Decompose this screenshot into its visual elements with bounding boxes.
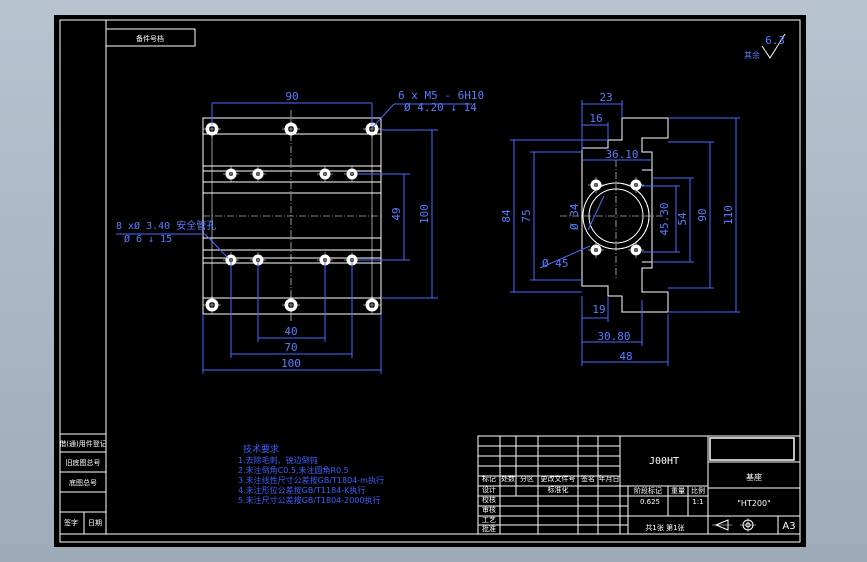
surface-finish-symbol: 6.3 其余 [744, 33, 786, 60]
side-hole [628, 177, 644, 193]
svg-text:批准: 批准 [482, 524, 496, 533]
dim-49: 49 [390, 207, 403, 220]
svg-text:其余: 其余 [744, 50, 760, 60]
dim-84: 84 [500, 209, 513, 223]
svg-text:工艺: 工艺 [482, 516, 496, 524]
mass-value: 0.625 [640, 498, 660, 506]
tapped-hole [282, 296, 300, 314]
left-strip-table: 借(通)用件登记 旧底图总号 底图总号 签字 日期 [59, 433, 107, 535]
side-view [560, 117, 669, 313]
tapped-hole [203, 296, 221, 314]
hole-callout-1: 6 x M5 - 6H10 [398, 89, 484, 102]
svg-text:日期: 日期 [88, 519, 102, 527]
dim-70: 70 [284, 341, 297, 354]
svg-text:标记: 标记 [482, 474, 496, 483]
title-label-box [105, 28, 196, 47]
material: "HT200" [737, 499, 771, 508]
side-hole-callout-1: 8 xØ 3.40 安全管孔 [116, 219, 216, 232]
tech-notes-title: 技术要求 [243, 443, 279, 455]
title-label: 备件号档 [136, 34, 164, 43]
svg-text:底图总号: 底图总号 [69, 478, 97, 487]
svg-text:更改文件号: 更改文件号 [541, 474, 576, 483]
dim-30-80: 30.80 [597, 330, 630, 343]
dim-45-30: 45.30 [658, 202, 671, 235]
front-holes [203, 120, 381, 314]
front-dimensions: 90 6 x M5 - 6H10 Ø 4.20 ↓ 14 100 49 40 7… [116, 89, 484, 374]
svg-text:分区: 分区 [520, 474, 534, 483]
scale-value: 1:1 [692, 498, 703, 506]
side-hole [588, 242, 604, 258]
dim-90: 90 [285, 90, 298, 103]
projection-symbol-icon [712, 518, 756, 532]
svg-text:设计: 设计 [482, 485, 496, 494]
tapped-hole [363, 120, 381, 138]
dim-dia-34: Ø 34 [568, 203, 581, 230]
svg-text:年月日: 年月日 [599, 474, 620, 483]
tech-note-3: 3.未注线性尺寸公差按GB/T1804-m执行 [238, 475, 384, 485]
dim-dia-45: Ø 45 [542, 257, 569, 270]
tech-note-2: 2.未注倒角C0.5,未注圆角R0.5 [238, 465, 349, 475]
side-dimensions: 23 16 36.10 Ø 34 Ø 45 45.30 54 90 110 84 [500, 91, 740, 366]
side-hole-callout-2: Ø 6 ↓ 15 [124, 233, 172, 245]
svg-text:阶段标记: 阶段标记 [634, 486, 662, 495]
tapped-hole [282, 120, 300, 138]
side-holes [588, 177, 644, 258]
svg-text:签名: 签名 [581, 474, 595, 483]
svg-text:借(通)用件登记: 借(通)用件登记 [59, 439, 106, 448]
tech-note-5: 5.未注尺寸公差按GB/T1804-2000执行 [238, 495, 381, 505]
sheet-size: A3 [782, 521, 795, 532]
svg-text:重量: 重量 [671, 487, 685, 495]
tech-note-1: 1.去除毛刺、锐边倒钝 [238, 455, 318, 465]
svg-text:旧底图总号: 旧底图总号 [66, 458, 101, 467]
dim-36: 36.10 [605, 148, 638, 161]
through-hole [317, 166, 333, 182]
dim-75: 75 [520, 209, 533, 222]
through-hole [317, 252, 333, 268]
tapped-hole [363, 296, 381, 314]
tech-note-4: 4.未注形位公差按GB/T1184-K执行 [238, 485, 365, 495]
side-body-outline [581, 117, 669, 313]
dim-54: 54 [676, 212, 689, 226]
front-view [202, 110, 382, 322]
hole-callout-2: Ø 4.20 ↓ 14 [404, 101, 477, 114]
svg-text:处数: 处数 [501, 474, 515, 483]
dim-19: 19 [592, 303, 605, 316]
svg-text:校核: 校核 [482, 495, 496, 504]
through-hole [344, 252, 360, 268]
svg-text:6.3: 6.3 [765, 34, 785, 47]
svg-text:标准化: 标准化 [548, 485, 569, 494]
drawing-name-box [709, 437, 795, 461]
dim-100-horizontal: 100 [281, 357, 301, 370]
part-name: 基座 [746, 472, 762, 482]
svg-text:比例: 比例 [691, 486, 705, 495]
through-hole [250, 166, 266, 182]
sheet-count: 共1张 第1张 [645, 523, 684, 532]
drawing-number: J00HT [649, 456, 679, 467]
inner-frame [105, 19, 801, 535]
svg-text:签字: 签字 [64, 518, 78, 527]
dim-110: 110 [722, 205, 735, 225]
dim-40: 40 [284, 325, 297, 338]
dim-90-side: 90 [696, 208, 709, 221]
through-hole [344, 166, 360, 182]
dim-23: 23 [599, 91, 612, 104]
side-hole [628, 242, 644, 258]
side-hole [588, 177, 604, 193]
title-block: J00HT 基座 "HT200" A3 0.625 1:1 共1张 第1张 标记… [477, 435, 801, 535]
dim-100-vertical: 100 [418, 204, 431, 224]
tech-notes: 技术要求 1.去除毛刺、锐边倒钝 2.未注倒角C0.5,未注圆角R0.5 3.未… [238, 443, 384, 505]
through-hole [223, 166, 239, 182]
dim-48: 48 [619, 350, 632, 363]
svg-text:审核: 审核 [482, 505, 496, 514]
dim-16: 16 [589, 112, 602, 125]
